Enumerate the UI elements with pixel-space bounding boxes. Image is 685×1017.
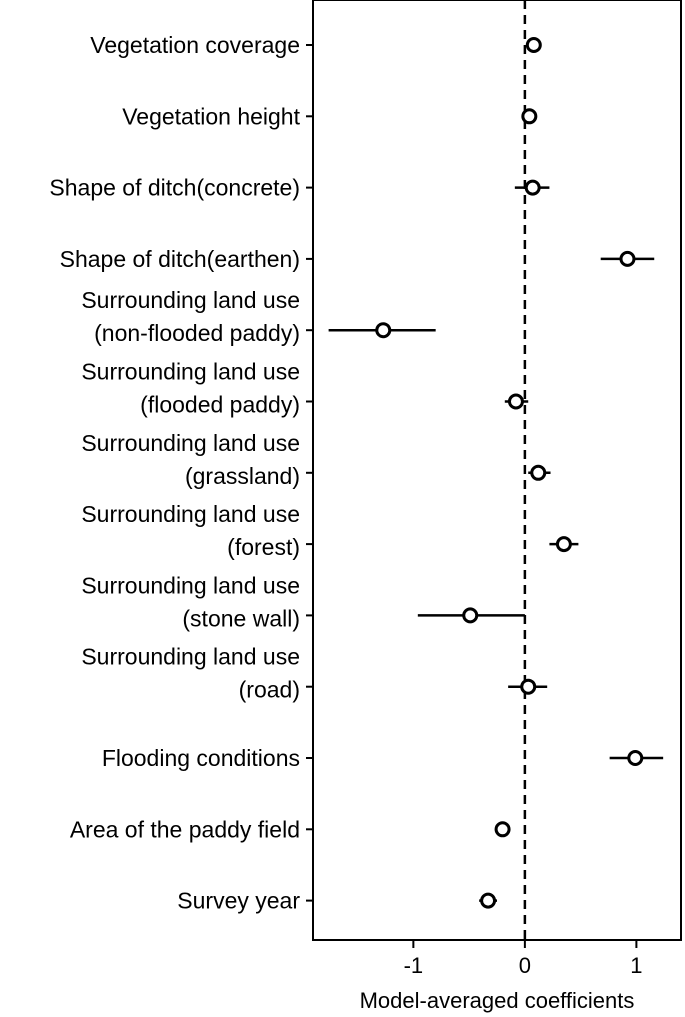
category-label-line: (road)	[239, 677, 300, 703]
category-label-line: Surrounding land use	[81, 287, 300, 313]
category-label: Shape of ditch(earthen)	[60, 246, 300, 272]
x-tick-label: 0	[519, 953, 531, 978]
category-label: Surrounding land use (non-flooded paddy)	[81, 287, 300, 346]
estimate-point	[627, 750, 644, 766]
x-tick-label: 1	[630, 953, 642, 978]
category-label: Vegetation height	[122, 103, 300, 129]
category-label: Area of the paddy field	[70, 816, 300, 842]
category-label-line: (stone wall)	[182, 605, 300, 631]
plot-frame	[312, 0, 682, 941]
category-label: Shape of ditch(concrete)	[49, 175, 300, 201]
category-label-line: Vegetation height	[122, 103, 300, 129]
x-axis-label: Model-averaged coefficients	[360, 988, 635, 1013]
category-label: Surrounding land use (forest)	[81, 501, 300, 560]
estimate-points	[375, 37, 644, 909]
category-label-line: (non-flooded paddy)	[94, 320, 300, 346]
category-label: Survey year	[177, 888, 300, 914]
category-label-line: Surrounding land use	[81, 359, 300, 385]
category-label-line: Surrounding land use	[81, 501, 300, 527]
estimate-point	[524, 179, 541, 196]
category-label: Vegetation coverage	[90, 32, 300, 58]
category-label: Surrounding land use (road)	[81, 644, 300, 703]
estimate-point	[520, 678, 537, 695]
category-label-line: (flooded paddy)	[140, 392, 300, 418]
category-label-line: Vegetation coverage	[90, 32, 300, 58]
estimate-point	[521, 108, 538, 125]
category-label-line: (forest)	[227, 534, 300, 560]
category-label-line: Surrounding land use	[81, 430, 300, 456]
estimate-point	[375, 322, 392, 339]
estimate-point	[462, 607, 479, 624]
x-axis: -1 0 1	[404, 940, 643, 978]
estimate-point	[480, 892, 497, 909]
category-label-line: Surrounding land use	[81, 644, 300, 670]
category-label-line: Surrounding land use	[81, 572, 300, 598]
estimate-point	[619, 250, 636, 267]
x-tick-label: -1	[404, 953, 424, 978]
category-label: Flooding conditions	[102, 745, 300, 771]
estimate-point	[525, 37, 542, 53]
category-label-line: Area of the paddy field	[70, 816, 300, 842]
category-label: Surrounding land use (grassland)	[81, 430, 300, 489]
y-ticks	[306, 44, 313, 902]
category-label-line: Flooding conditions	[102, 745, 300, 771]
error-bars	[328, 43, 664, 902]
category-label-line: Survey year	[177, 888, 300, 914]
estimate-point	[507, 393, 524, 410]
category-label: Surrounding land use (stone wall)	[81, 572, 300, 631]
estimate-point	[494, 821, 511, 838]
estimate-point	[530, 464, 547, 481]
estimate-point	[555, 536, 572, 553]
category-label: Surrounding land use (flooded paddy)	[81, 359, 300, 418]
category-label-line: Shape of ditch(concrete)	[49, 175, 300, 201]
category-label-line: Shape of ditch(earthen)	[60, 246, 300, 272]
category-label-line: (grassland)	[185, 463, 300, 489]
